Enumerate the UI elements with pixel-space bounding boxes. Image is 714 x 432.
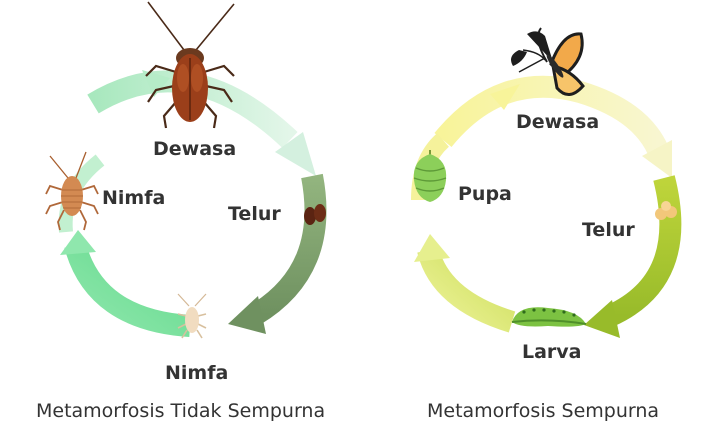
label-right-dewasa: Dewasa [516,111,600,133]
arrow-nymph-to-adult [64,241,191,337]
arrow-larva-to-pupa [417,246,516,333]
arrow-adult-to-egg [434,75,669,155]
arrow-head [275,132,316,176]
chrysalis-icon [413,150,447,202]
arrow-head [584,300,620,338]
right-cycle-arrows [411,75,682,338]
arrow-head [490,84,520,110]
arrow-head [228,296,266,334]
cockroach-icon [145,1,235,129]
arrow-head [642,140,672,178]
arrow-egg-to-nymph [249,173,327,325]
label-right-larva: Larva [522,341,582,363]
nymph-large-icon [45,151,99,231]
arrow-head [414,234,450,262]
label-left-telur: Telur [228,203,281,225]
label-right-pupa: Pupa [458,183,512,205]
caterpillar-icon [511,307,587,327]
arrow-egg-to-larva [605,175,682,327]
caption-incomplete-metamorphosis: Metamorfosis Tidak Sempurna [36,400,326,422]
label-left-nimfa-small: Nimfa [165,362,229,384]
caption-complete-metamorphosis: Metamorfosis Sempurna [427,400,660,422]
cockroach-egg-icon [304,204,326,225]
nymph-small-icon [177,293,207,339]
butterfly-egg-icon [655,201,677,220]
arrow-head [60,230,96,255]
label-left-dewasa: Dewasa [153,138,237,160]
label-left-nimfa-large: Nimfa [102,187,166,209]
butterfly-icon [511,27,585,96]
label-right-telur: Telur [582,219,635,241]
arrow-head [142,70,170,97]
